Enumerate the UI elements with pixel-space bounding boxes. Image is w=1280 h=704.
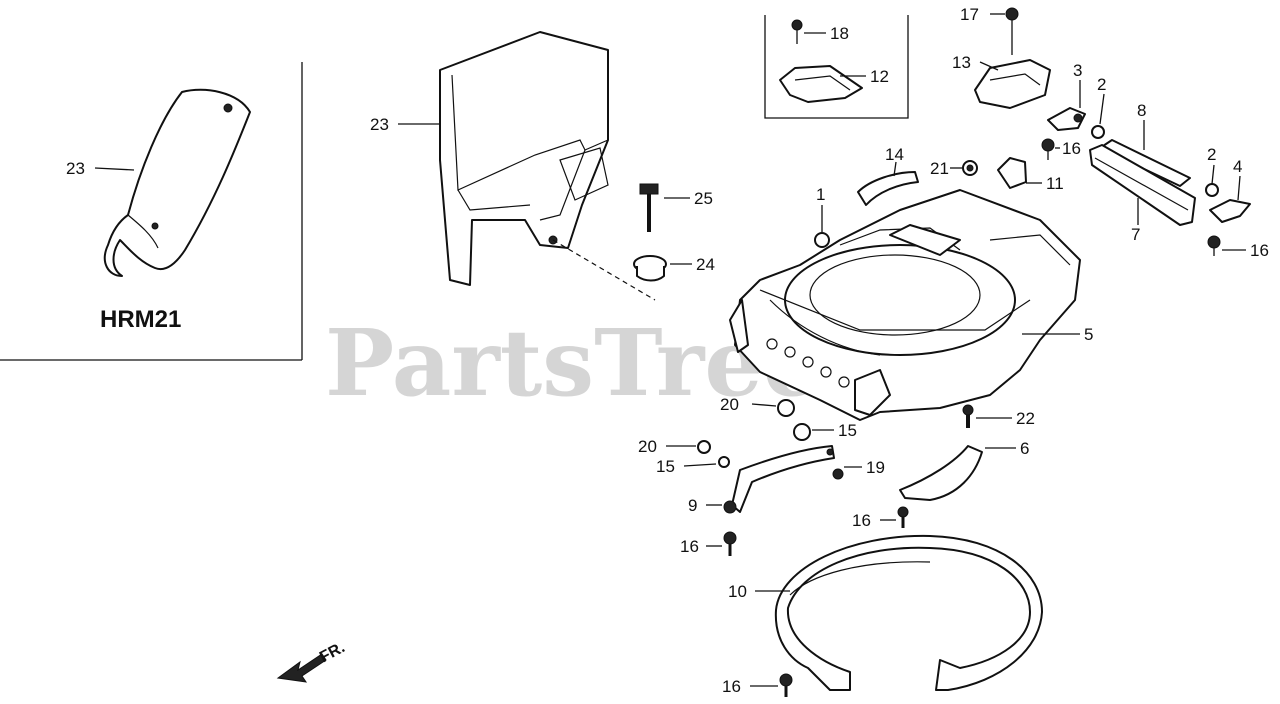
top-small-parts: 14 21 11 <box>857 145 1064 206</box>
hrm21-inset: 23 HRM21 <box>0 62 303 361</box>
callout-11: 11 <box>1046 174 1064 193</box>
part-10-skirt: 10 16 <box>722 534 1043 697</box>
callout-13: 13 <box>952 53 971 72</box>
left-bracket-group: 20 15 19 9 16 <box>638 437 885 556</box>
callout-1: 1 <box>816 185 825 204</box>
callout-16-b: 16 <box>1250 241 1269 260</box>
callout-2: 2 <box>1097 75 1106 94</box>
callout-4: 4 <box>1233 157 1242 176</box>
callout-5: 5 <box>1084 325 1093 344</box>
callout-23-inset: 23 <box>66 159 85 178</box>
callout-25: 25 <box>694 189 713 208</box>
callout-16-e: 16 <box>722 677 741 696</box>
callout-20-a: 20 <box>720 395 739 414</box>
bolt-16-mid: 16 <box>852 506 909 530</box>
part-1-nut: 1 <box>814 185 830 248</box>
part-25-24: 25 24 <box>633 183 715 282</box>
callout-20-b: 20 <box>638 437 657 456</box>
callout-19: 19 <box>866 458 885 477</box>
part-6-baffle: 6 <box>899 439 1029 501</box>
grass-bag-deflector-hrm21 <box>103 88 251 277</box>
callout-24: 24 <box>696 255 715 274</box>
part-7-plate: 7 <box>1089 144 1196 244</box>
hinge-group: 3 2 8 16 <box>1041 61 1191 187</box>
callout-22: 22 <box>1016 409 1035 428</box>
front-direction-arrow: FR. <box>276 639 348 683</box>
deck-underside-hardware: 20 15 22 <box>720 395 1035 441</box>
callout-7: 7 <box>1131 225 1140 244</box>
callout-2-b: 2 <box>1207 145 1216 164</box>
callout-9: 9 <box>688 496 697 515</box>
part-23-deflector: 23 <box>370 31 656 301</box>
cover-detail-box: 18 12 <box>764 15 909 119</box>
callout-18: 18 <box>830 24 849 43</box>
callout-16-a: 16 <box>1062 139 1081 158</box>
model-label: HRM21 <box>100 306 181 333</box>
callout-10: 10 <box>728 582 747 601</box>
callout-16-d: 16 <box>852 511 871 530</box>
callout-3: 3 <box>1073 61 1082 80</box>
callout-17: 17 <box>960 5 979 24</box>
callout-6: 6 <box>1020 439 1029 458</box>
callout-23: 23 <box>370 115 389 134</box>
part-17-13: 17 13 <box>952 5 1051 109</box>
part-5-mower-deck: 5 <box>729 189 1093 421</box>
callout-12: 12 <box>870 67 889 86</box>
callout-21: 21 <box>930 159 949 178</box>
callout-15-b: 15 <box>656 457 675 476</box>
callout-16-c: 16 <box>680 537 699 556</box>
callout-14: 14 <box>885 145 904 164</box>
callout-15-a: 15 <box>838 421 857 440</box>
callout-8: 8 <box>1137 101 1146 120</box>
right-hardware: 2 4 16 <box>1205 145 1269 260</box>
